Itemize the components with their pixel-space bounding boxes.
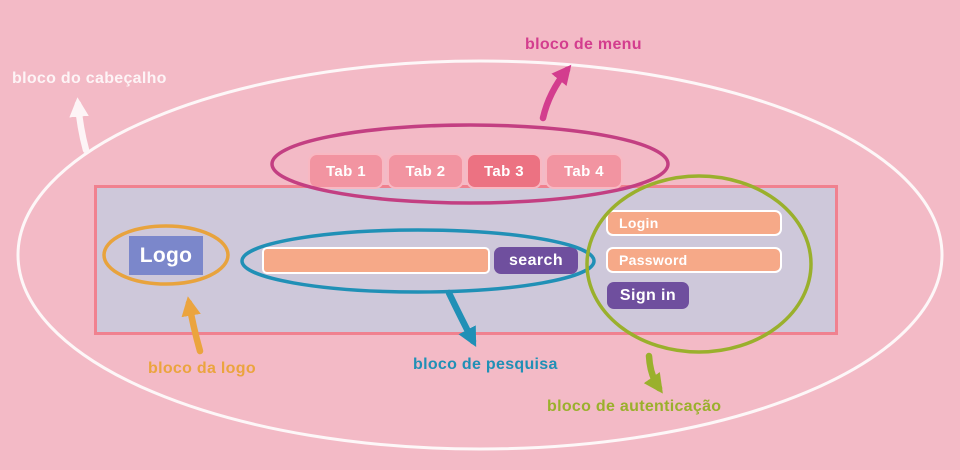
- tab-4[interactable]: Tab 4: [545, 153, 623, 189]
- search-annotation-label: bloco de pesquisa: [413, 356, 558, 373]
- search-input[interactable]: [262, 247, 490, 274]
- menu-annotation-label: bloco de menu: [525, 36, 642, 53]
- login-field[interactable]: [606, 210, 782, 236]
- search-button[interactable]: search: [494, 247, 578, 274]
- tab-1[interactable]: Tab 1: [308, 153, 384, 189]
- password-field[interactable]: [606, 247, 782, 273]
- tab-4-label: Tab 4: [563, 162, 605, 180]
- auth-annotation-arrow: [643, 352, 663, 394]
- tab-2-label: Tab 2: [405, 162, 446, 180]
- tab-3-label: Tab 3: [483, 162, 525, 180]
- header-annotation-label: bloco do cabeçalho: [12, 70, 167, 87]
- header-annotation-arrow: [69, 97, 90, 154]
- auth-annotation-label: bloco de autenticação: [547, 398, 722, 415]
- logo-label: Logo: [139, 243, 193, 267]
- logo[interactable]: Logo: [129, 236, 203, 275]
- logo-annotation-label: bloco da logo: [148, 360, 256, 377]
- tab-1-label: Tab 1: [325, 162, 367, 180]
- signin-button[interactable]: Sign in: [607, 282, 689, 309]
- tab-3[interactable]: Tab 3: [466, 153, 542, 189]
- tab-2[interactable]: Tab 2: [387, 153, 464, 189]
- menu-annotation-arrow: [539, 64, 572, 122]
